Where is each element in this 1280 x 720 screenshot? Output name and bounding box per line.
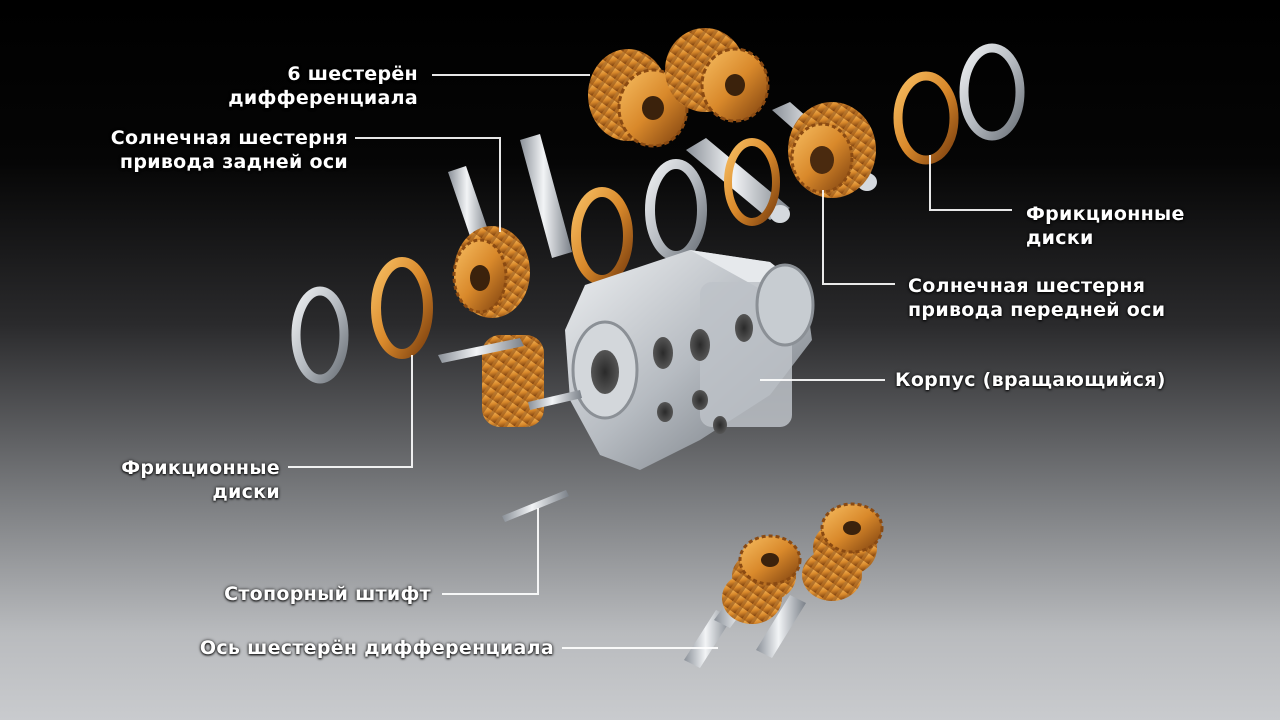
gear-stack-bottom-left [722,534,802,624]
leader-lock-pin [442,508,539,595]
leader-sun-front [822,190,895,285]
rod-center-right [686,138,790,223]
label-housing: Корпус (вращающийся) [895,369,1166,391]
label-gear-axle: Ось шестерён дифференциала [199,637,554,659]
label-friction-discs-left: Фрикционные диски [121,457,280,503]
lock-pin [502,490,569,522]
friction-disc-center-orange [571,187,633,285]
steel-washer-center [645,159,707,261]
steel-washer-left [291,286,349,384]
leader-friction-left [288,355,413,468]
friction-disc-right-orange [893,71,959,165]
friction-disc-left-orange [371,257,433,359]
label-lock-pin: Стопорный штифт [224,583,431,605]
sun-gear-front [788,102,876,198]
friction-disc-mid-orange [724,138,780,226]
axle-bottom-right [756,595,806,658]
leader-sun-rear [355,137,501,232]
sun-gear-rear [452,226,530,318]
diff-gear-top-right [665,28,770,123]
leader-friction-right [929,155,1012,211]
rod-left-2 [520,134,572,258]
housing [528,250,815,470]
label-sun-gear-rear: Солнечная шестерня привода задней оси [110,127,348,173]
small-gear-stack-left [438,335,544,427]
label-diff-gears: 6 шестерён дифференциала [228,63,418,109]
gear-stack-bottom-right [802,502,884,601]
label-sun-gear-front: Солнечная шестерня привода передней оси [908,275,1166,321]
leader-lines [288,74,1012,649]
steel-washer-right [959,43,1025,141]
label-friction-discs-right: Фрикционные диски [1026,203,1185,249]
rod-left-1 [448,166,490,242]
